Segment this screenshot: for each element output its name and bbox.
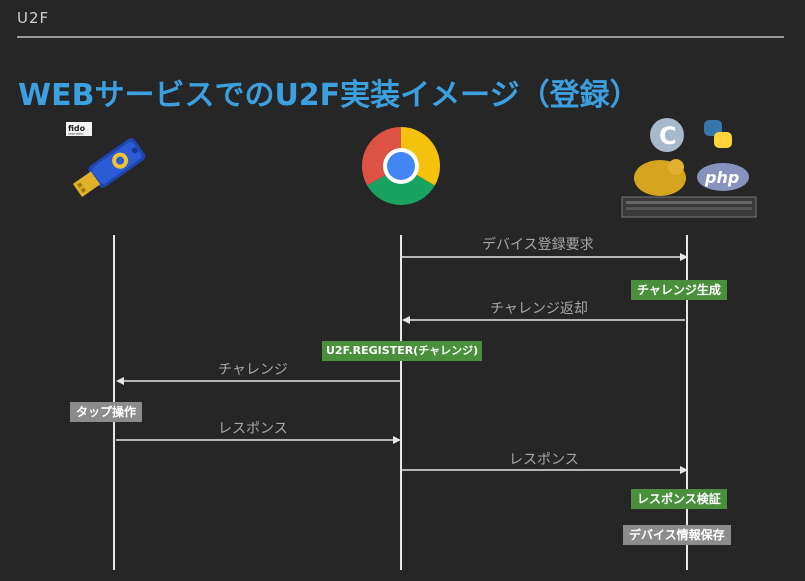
message-label-challenge: チャレンジ — [218, 362, 288, 378]
chrome-browser-icon — [360, 125, 442, 207]
server-lifeline — [686, 235, 688, 570]
message-label-response-1: レスポンス — [218, 421, 288, 437]
fido-logo-text: fido — [68, 124, 86, 133]
header-divider — [17, 36, 784, 38]
tag-tap-operation: タップ操作 — [70, 402, 143, 422]
message-label-register-request: デバイス登録要求 — [482, 237, 594, 253]
browser-lifeline — [400, 235, 402, 570]
fido-logo-sub: CERTIFIED — [68, 132, 84, 136]
fido-usb-security-key-icon: fido CERTIFIED — [62, 120, 162, 210]
c-logo-text: C — [659, 122, 677, 150]
tag-challenge-generation: チャレンジ生成 — [631, 280, 727, 300]
slide-header: U2F — [17, 9, 50, 27]
php-logo-text: php — [704, 168, 739, 187]
message-label-response-2: レスポンス — [509, 452, 579, 468]
message-label-challenge-return: チャレンジ返却 — [490, 301, 588, 317]
tag-save-device-info: デバイス情報保存 — [623, 525, 731, 545]
server-stack-icon: C php — [620, 115, 760, 220]
tag-u2f-register: U2F.REGISTER(チャレンジ) — [322, 341, 483, 361]
tag-response-verification: レスポンス検証 — [631, 489, 727, 509]
slide-title: WEBサービスでのU2F実装イメージ（登録） — [18, 78, 640, 113]
